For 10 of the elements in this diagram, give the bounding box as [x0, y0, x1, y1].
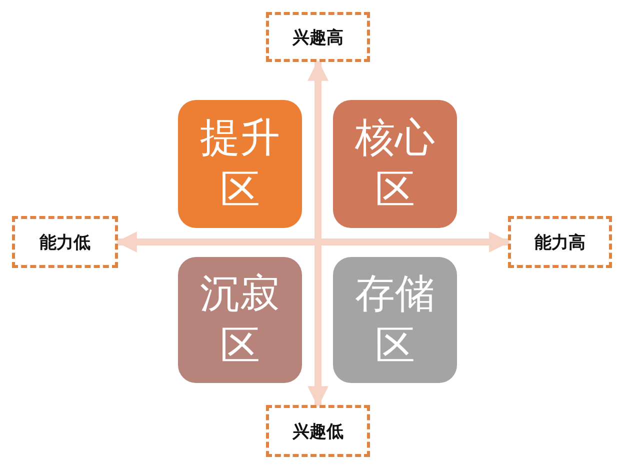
axis-arrow	[308, 60, 328, 408]
label-box: 兴趣低	[266, 405, 370, 457]
quadrant-box: 存储区	[333, 257, 457, 383]
label-box: 兴趣高	[266, 12, 370, 62]
label-box: 能力低	[12, 216, 118, 268]
axis-arrow	[116, 232, 510, 252]
quadrant-box: 提升区	[178, 100, 302, 228]
quadrant-box: 沉寂区	[178, 257, 302, 383]
label-box: 能力高	[508, 216, 612, 268]
quadrant-box: 核心区	[333, 100, 457, 228]
